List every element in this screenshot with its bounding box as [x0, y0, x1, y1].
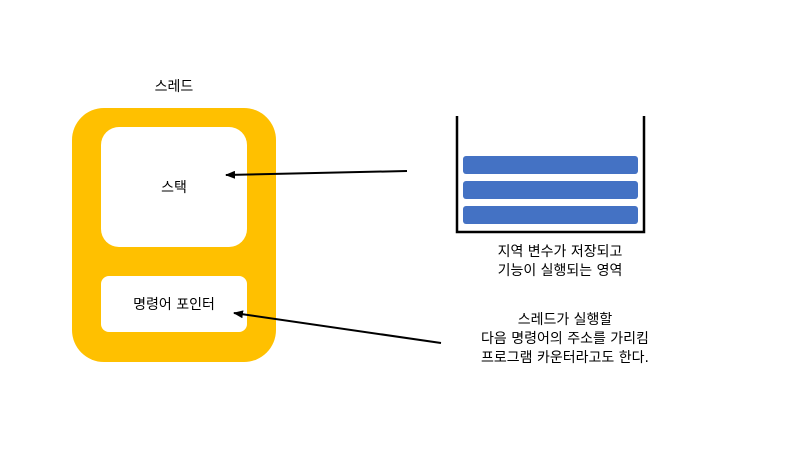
stack-frame [455, 116, 646, 234]
instruction-pointer-description: 스레드가 실행할 다음 명령어의 주소를 가리킴 프로그램 카운터라고도 한다. [430, 311, 700, 368]
stack-layers [463, 156, 638, 224]
stack-box-label: 스택 [161, 180, 187, 196]
arrow-to-stack [225, 170, 408, 179]
instruction-pointer-label: 명령어 포인터 [133, 297, 215, 313]
instruction-pointer-description-line: 프로그램 카운터라고도 한다. [481, 350, 649, 366]
stack-description-line: 지역 변수가 저장되고 [497, 244, 623, 260]
stack-box: 스택 [101, 127, 247, 247]
stack-layer [463, 181, 638, 199]
thread-label: 스레드 [154, 79, 194, 95]
stack-description: 지역 변수가 저장되고 기능이 실행되는 영역 [440, 243, 680, 281]
instruction-pointer-description-line: 스레드가 실행할 [517, 312, 613, 328]
arrow-to-instruction-pointer [233, 310, 442, 344]
stack-illustration [455, 116, 646, 234]
stack-description-line: 기능이 실행되는 영역 [497, 263, 623, 279]
stack-layer [463, 206, 638, 224]
instruction-pointer-box: 명령어 포인터 [101, 276, 247, 332]
stack-layer [463, 156, 638, 174]
instruction-pointer-description-line: 다음 명령어의 주소를 가리킴 [481, 331, 649, 347]
